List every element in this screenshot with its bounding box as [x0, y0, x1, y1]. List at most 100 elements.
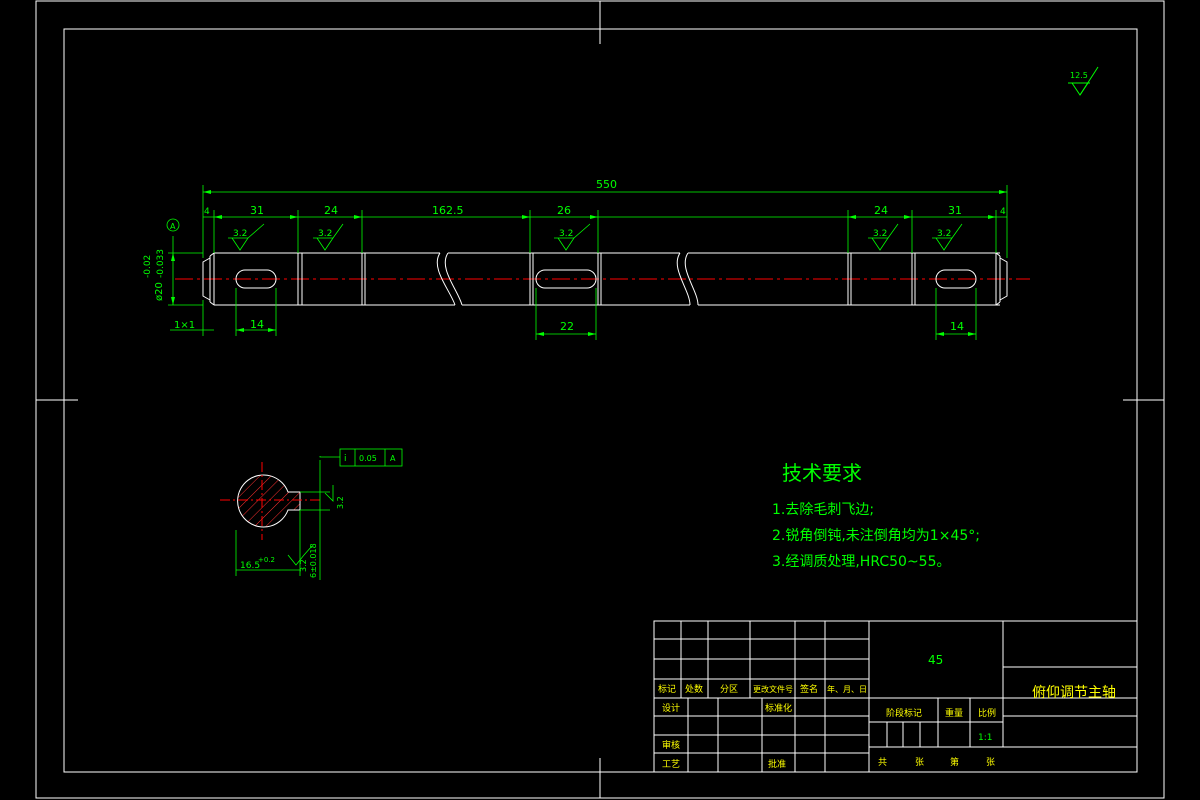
dim-seg-left-31: 31: [250, 204, 264, 217]
roughness-label-3: 3.2: [559, 229, 573, 239]
tb-stage-label: 阶段标记: [886, 707, 922, 719]
tech-requirements: 技术要求 1.去除毛刺飞边; 2.锐角倒钝,未注倒角均为1×45°; 3.经调质…: [772, 461, 980, 570]
general-roughness-mark: 12.5: [1068, 66, 1099, 96]
dim-key-left-text: 14: [250, 318, 264, 331]
sec-roughness-a: [324, 485, 334, 502]
break-curve-1b: [444, 252, 463, 306]
groove-top: [209, 252, 215, 257]
tb-process: 工艺: [662, 759, 680, 770]
arrow-chain-g: [904, 215, 912, 219]
dim-key-right-text: 14: [950, 320, 964, 333]
tb-sheet-unit2: 张: [986, 757, 995, 768]
title-block-frame: [653, 620, 1138, 773]
left-chamfer: [202, 257, 211, 301]
arrow-dia-top: [171, 253, 175, 261]
right-groove-top: [995, 252, 1001, 257]
dim-diameter-tol-top: -0.02: [143, 255, 153, 278]
dim-chamfer-left-text: 4: [204, 207, 210, 217]
shaft-outline: [202, 252, 1008, 306]
tol-symbol: i: [344, 454, 347, 464]
right-groove-bottom: [995, 301, 1001, 306]
tb-rev-h-3: 更改文件号: [753, 684, 793, 694]
tb-approve: 批准: [768, 758, 786, 770]
tb-rev-h-4: 签名: [800, 683, 818, 695]
break-curve-1a: [436, 252, 456, 306]
tb-rev-h-2: 分区: [720, 684, 738, 695]
right-chamfer: [999, 257, 1008, 301]
tb-sheet-no: 第: [950, 756, 959, 768]
arrow-keyl-a: [236, 328, 244, 332]
tb-rev-h-5: 年、月、日: [827, 684, 867, 694]
sec-depth-tol: +0.2: [258, 556, 275, 564]
roughness-label-4: 3.2: [873, 229, 887, 239]
tb-sheets-total: 共: [878, 757, 887, 768]
tb-rev-h-1: 处数: [685, 683, 703, 695]
tol-leader: [319, 456, 340, 458]
arrow-keyl-b: [268, 328, 276, 332]
tb-rev-h-0: 标记: [658, 683, 676, 695]
break-curve-2b: [684, 252, 699, 306]
tol-value: 0.05: [359, 454, 377, 463]
arrow-keym-a: [536, 332, 544, 336]
arrow-overall-r: [999, 190, 1007, 194]
dimension-texts: 550 4 31 24 162.5 26 24 31 4 14 22 14 1×…: [143, 178, 1006, 333]
arrow-chain-c: [354, 215, 362, 219]
arrow-keyr-b: [968, 332, 976, 336]
title-block-grid: [653, 620, 1138, 773]
dim-chamfer-right-text: 4: [1000, 207, 1006, 217]
arrow-dia-bottom: [171, 297, 175, 305]
drawing-frame: [35, 0, 1165, 799]
dim-seg-left-24: 24: [324, 204, 338, 217]
dimension-lines: [166, 185, 1008, 340]
inner-frame: [63, 28, 1138, 773]
section-view: 16.5 +0.2 6±0.018 3.2 3.2 i 0.05 A: [220, 448, 403, 580]
sec-roughness-a-label: 3.2: [336, 496, 345, 509]
general-roughness-label: 12.5: [1070, 71, 1088, 80]
arrow-chain-b: [290, 215, 298, 219]
roughness-symbol-2: [316, 223, 344, 251]
roughness-label-5: 3.2: [937, 229, 951, 239]
arrow-chain-h: [988, 215, 996, 219]
roughness-symbol-3: [557, 223, 591, 251]
tolerance-frame: [339, 448, 403, 467]
outer-border: [35, 0, 1165, 799]
tb-reviewer: 审核: [662, 739, 680, 751]
tech-item-1: 1.去除毛刺飞边;: [772, 502, 874, 518]
sec-roughness-b: [287, 545, 313, 566]
keyway-middle: [535, 269, 597, 289]
roughness-symbol-5: [935, 223, 963, 251]
tb-scale-value: 1:1: [978, 733, 992, 743]
dim-chamfer-note: 1×1: [174, 320, 195, 331]
sec-width-label: 6±0.018: [309, 543, 318, 578]
roughness-label-1: 3.2: [233, 229, 247, 239]
sec-roughness-b-label: 3.2: [299, 559, 308, 572]
dim-seg-key-mid: 26: [557, 204, 571, 217]
dim-seg-middle: 162.5: [432, 204, 464, 217]
roughness-symbol-1: [231, 223, 265, 251]
arrow-overall-l: [203, 190, 211, 194]
section-profile: [237, 474, 301, 528]
section-dimensions: [235, 448, 403, 580]
arrow-keym-b: [588, 332, 596, 336]
dim-diameter-tol-bottom: -0.033: [156, 249, 166, 278]
tb-weight-label: 重量: [945, 707, 963, 719]
tb-sheets-unit: 张: [915, 757, 924, 768]
tb-material: 45: [928, 653, 943, 667]
roughness-triangle: [1071, 82, 1089, 96]
datum-symbol: [166, 218, 180, 232]
roughness-symbol-4: [871, 223, 899, 251]
dim-seg-right-31: 31: [948, 204, 962, 217]
arrow-chain-d: [522, 215, 530, 219]
dim-key-mid-text: 22: [560, 320, 574, 333]
title-block-texts: 标记 处数 分区 更改文件号 签名 年、月、日 设计 标准化 审核 工艺 批准 …: [658, 683, 996, 770]
dim-overall-text: 550: [596, 178, 617, 191]
arrow-chain-f: [848, 215, 856, 219]
section-texts: 16.5 +0.2 6±0.018 3.2 3.2 i 0.05 A: [240, 454, 396, 578]
datum-label: A: [170, 222, 176, 231]
keyway-right: [935, 269, 977, 289]
tol-datum: A: [390, 454, 396, 463]
keyway-left: [235, 269, 277, 289]
break-curve-2a: [676, 252, 691, 306]
tb-standard: 标准化: [765, 702, 792, 714]
